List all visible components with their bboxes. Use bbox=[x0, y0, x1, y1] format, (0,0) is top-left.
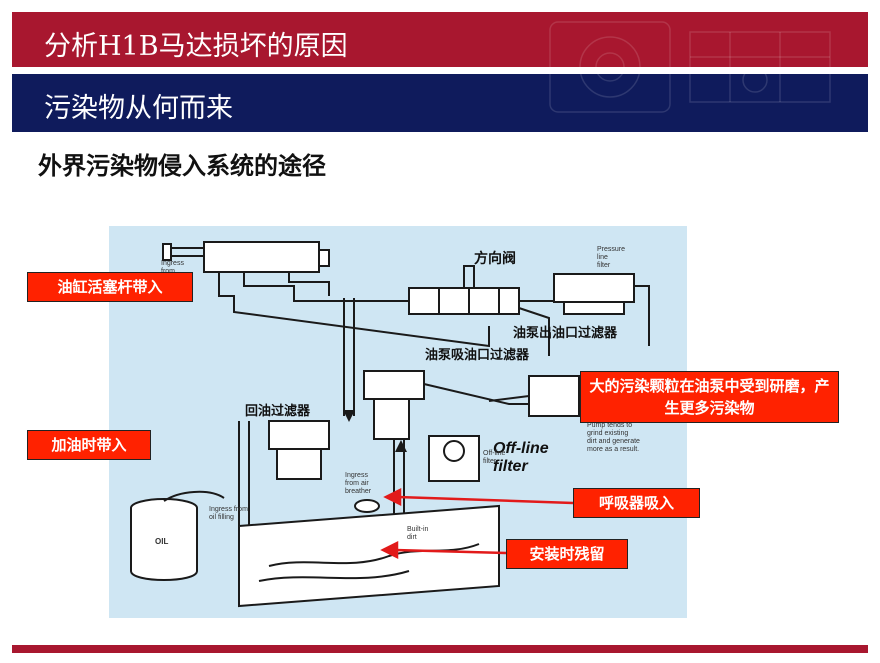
pump-unit bbox=[528, 375, 580, 417]
label-pump-suction-filter: 油泵吸油口过滤器 bbox=[425, 348, 530, 363]
footer-bar bbox=[12, 645, 868, 653]
note-pump-grinding: Pump tends to grind existing dirt and ge… bbox=[587, 422, 640, 453]
note-ingress-breather: Ingress from air breather bbox=[345, 472, 372, 495]
label-offline-filter: Off-line filter bbox=[493, 440, 549, 476]
section-heading: 外界污染物侵入系统的途径 bbox=[38, 152, 326, 180]
hydraulic-system-drawing bbox=[130, 241, 650, 608]
air-breather bbox=[354, 499, 380, 513]
note-built-in-dirt: Built-in dirt bbox=[407, 526, 429, 541]
return-filter bbox=[268, 420, 330, 450]
note-ingress-oil-filling: Ingress from oil filling bbox=[209, 506, 248, 521]
note-offline-filter: Off-line filter bbox=[483, 450, 506, 465]
label-offline-filter-line2: filter bbox=[493, 458, 528, 475]
hydraulic-cylinder bbox=[203, 241, 320, 273]
reservoir-tank bbox=[238, 504, 500, 608]
page-subtitle: 污染物从何而来 bbox=[44, 93, 233, 124]
directional-valve bbox=[408, 287, 520, 315]
oil-drum-label: OIL bbox=[155, 537, 169, 546]
page-title: 分析H1B马达损坏的原因 bbox=[44, 31, 348, 62]
pressure-line-filter bbox=[553, 273, 635, 303]
label-directional-valve: 方向阀 bbox=[474, 251, 516, 267]
subtitle-bar bbox=[12, 74, 868, 132]
label-offline-filter-line1: Off-line bbox=[493, 440, 549, 457]
callout-cylinder-rod: 油缸活塞杆带入 bbox=[27, 272, 193, 302]
callout-installation: 安装时残留 bbox=[506, 539, 628, 569]
offline-filter-unit bbox=[428, 435, 480, 482]
title-bar bbox=[12, 12, 868, 67]
callout-pump-grinding: 大的污染颗粒在油泵中受到研磨，产生更多污染物 bbox=[580, 371, 839, 423]
note-pressure-line-filter: Pressure line filter bbox=[597, 246, 626, 269]
callout-breather: 呼吸器吸入 bbox=[573, 488, 700, 518]
pump-suction-filter bbox=[363, 370, 425, 400]
callout-refill: 加油时带入 bbox=[27, 430, 151, 460]
label-return-filter: 回油过滤器 bbox=[245, 404, 311, 419]
label-pump-outlet-filter: 油泵出油口过滤器 bbox=[513, 326, 618, 341]
